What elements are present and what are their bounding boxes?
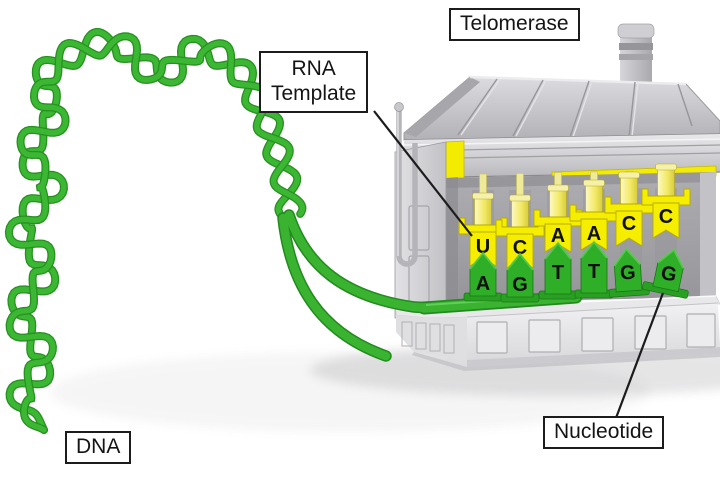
dna-base-letter-3: T	[588, 261, 600, 283]
incoming-strand	[284, 210, 435, 313]
telomerase-label: Telomerase	[449, 8, 580, 41]
dna-base-letter-0: A	[476, 273, 490, 295]
rna-base-letter-0: U	[476, 236, 490, 258]
dna-base-letter-5: G	[659, 262, 679, 287]
roof	[403, 75, 720, 141]
pipe-finial	[394, 102, 404, 112]
rna-template-label-line2: Template	[271, 81, 357, 105]
rna-nucleotide-tag-5: C	[641, 188, 691, 239]
nucleotide-label: Nucleotide	[543, 416, 665, 449]
chimney	[617, 23, 655, 84]
rna-base-letter-5: C	[659, 206, 673, 228]
dna-nucleotide-2: T	[538, 241, 578, 300]
rna-base-letter-3: A	[587, 223, 601, 245]
nucleotide-leader-line	[614, 292, 665, 419]
piston-1	[509, 173, 531, 228]
dna-base-letter-2: T	[552, 262, 564, 284]
piston-2	[547, 172, 569, 218]
rna-nucleotide-tag-2: A	[533, 209, 583, 253]
rna-template-label-line1: RNA	[291, 57, 336, 80]
dna-base-letter-1: G	[512, 274, 528, 296]
dna-nucleotide-3: T	[574, 240, 614, 299]
dna-nucleotide-5: G	[642, 248, 689, 299]
dna-nucleotide-1: G	[500, 252, 540, 303]
dna-label: DNA	[65, 431, 132, 464]
rna-nucleotide-tag-4: C	[604, 196, 654, 247]
rna-template-leader-line	[373, 110, 473, 237]
piston-0	[472, 173, 494, 226]
piston-4	[618, 170, 640, 205]
leader-lines	[373, 110, 665, 419]
pistons	[472, 163, 677, 228]
rna-base-letter-2: A	[551, 225, 565, 247]
dna-base-letter-4: G	[619, 262, 636, 285]
rna-nucleotide-tag-1: C	[495, 219, 545, 269]
rna-nucleotide-tag-3: A	[569, 204, 619, 251]
dna-nucleotide-0: A	[463, 251, 503, 302]
piston-3	[583, 171, 605, 213]
rna-template-label: RNA Template	[259, 51, 369, 113]
rna-base-letter-1: C	[513, 237, 527, 259]
pipe	[396, 110, 418, 267]
base-platform	[395, 295, 720, 371]
dna-nucleotide-4: G	[608, 247, 650, 298]
rna-base-letter-4: C	[622, 213, 636, 235]
piston-5	[655, 163, 677, 197]
